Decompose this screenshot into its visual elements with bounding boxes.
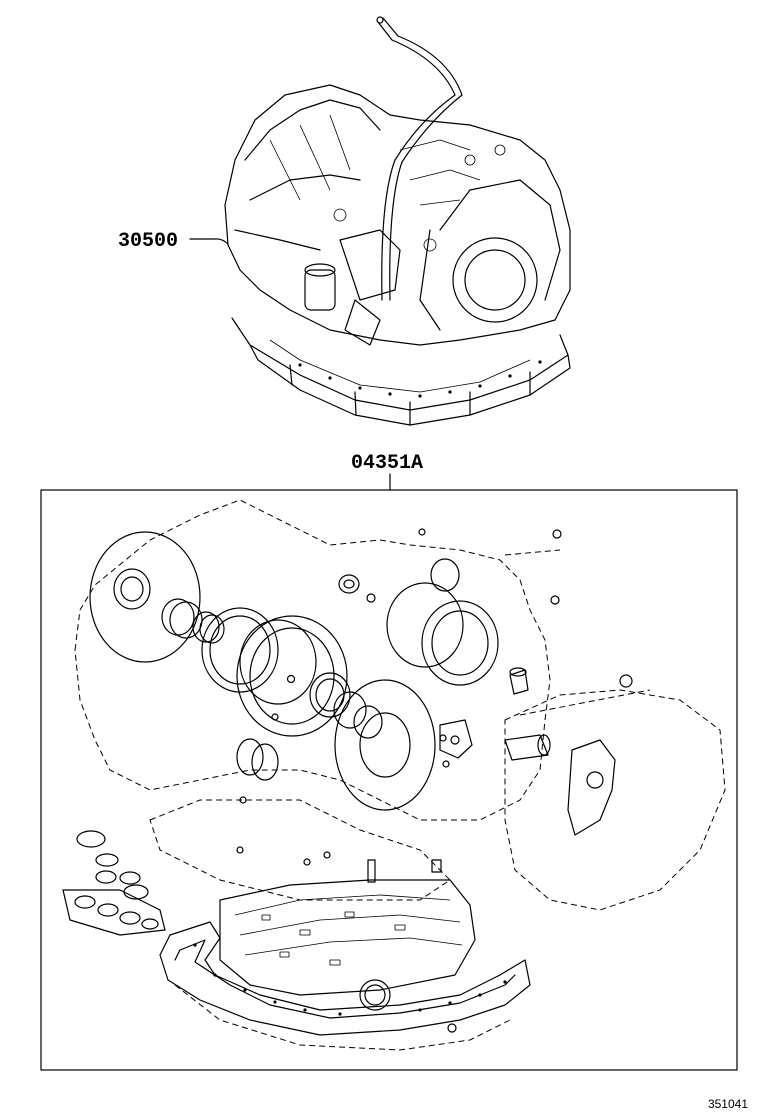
transmission-assembly-illustration xyxy=(224,16,571,426)
gasket-kit-frame xyxy=(40,489,738,1071)
diagram-code: 351041 xyxy=(708,1097,748,1111)
gasket-kit-illustration xyxy=(62,499,726,1051)
gasket-kit-part-number: 04351A xyxy=(351,452,423,475)
label-04351A: 04351A xyxy=(351,452,423,491)
transmission-part-number: 30500 xyxy=(118,230,178,253)
label-30500: 30500 xyxy=(118,230,229,253)
